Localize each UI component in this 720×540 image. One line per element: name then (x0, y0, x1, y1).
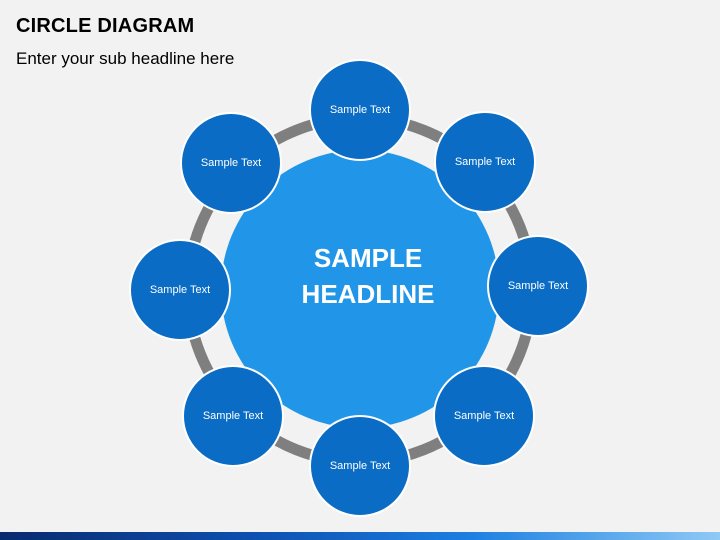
center-circle (221, 150, 499, 428)
node-circle-bottom-right (433, 365, 535, 467)
node-circle-left (129, 239, 231, 341)
slide-title: CIRCLE DIAGRAM (16, 15, 195, 37)
node-label-bottom-right: Sample Text (453, 410, 515, 422)
slide-subtitle: Enter your sub headline here (16, 49, 235, 68)
bottom-accent-bar (0, 532, 720, 540)
node-circle-top-right (434, 111, 536, 213)
node-circle-bottom (309, 415, 411, 517)
node-circles (129, 59, 589, 517)
node-label-top: Sample Text (329, 104, 391, 116)
node-label-left: Sample Text (149, 284, 211, 296)
center-headline: SAMPLE HEADLINE (258, 240, 478, 312)
node-circle-top (309, 59, 411, 161)
center-headline-line2: HEADLINE (301, 279, 435, 309)
node-circle-right (487, 235, 589, 337)
node-label-top-left: Sample Text (200, 157, 262, 169)
node-label-top-right: Sample Text (454, 156, 516, 168)
node-circle-top-left (180, 112, 282, 214)
node-circle-bottom-left (182, 365, 284, 467)
center-headline-line1: SAMPLE (313, 243, 423, 273)
node-label-right: Sample Text (507, 280, 569, 292)
node-label-bottom: Sample Text (329, 460, 391, 472)
node-label-bottom-left: Sample Text (202, 410, 264, 422)
